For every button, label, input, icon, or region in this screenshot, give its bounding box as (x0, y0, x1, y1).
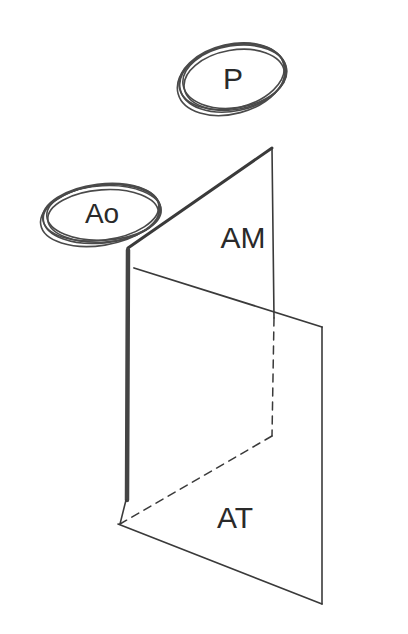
hidden-edge (272, 318, 274, 436)
lower-plane-edge (321, 327, 323, 604)
node-text: AM (221, 221, 266, 254)
pencil-stroke (45, 183, 162, 243)
circled-label: P (176, 42, 290, 114)
circled-label: Ao (40, 182, 164, 246)
axis-line (120, 500, 126, 524)
axis-line (127, 250, 128, 500)
pencil-stroke (36, 176, 164, 254)
pencil-stroke (39, 177, 162, 247)
plane-lines (118, 148, 322, 604)
lower-plane-edge (118, 524, 322, 604)
upper-plane-edge (272, 148, 274, 318)
plane-label: AM (211, 212, 275, 262)
node-text: Ao (85, 199, 119, 230)
pencil-stroke (169, 32, 293, 127)
pencil-stroke (172, 33, 291, 119)
plane-label: AT (205, 495, 265, 540)
lower-plane-edge (134, 268, 322, 327)
node-text: P (223, 62, 243, 95)
pencil-stroke (179, 42, 289, 118)
node-text: AT (217, 501, 253, 534)
